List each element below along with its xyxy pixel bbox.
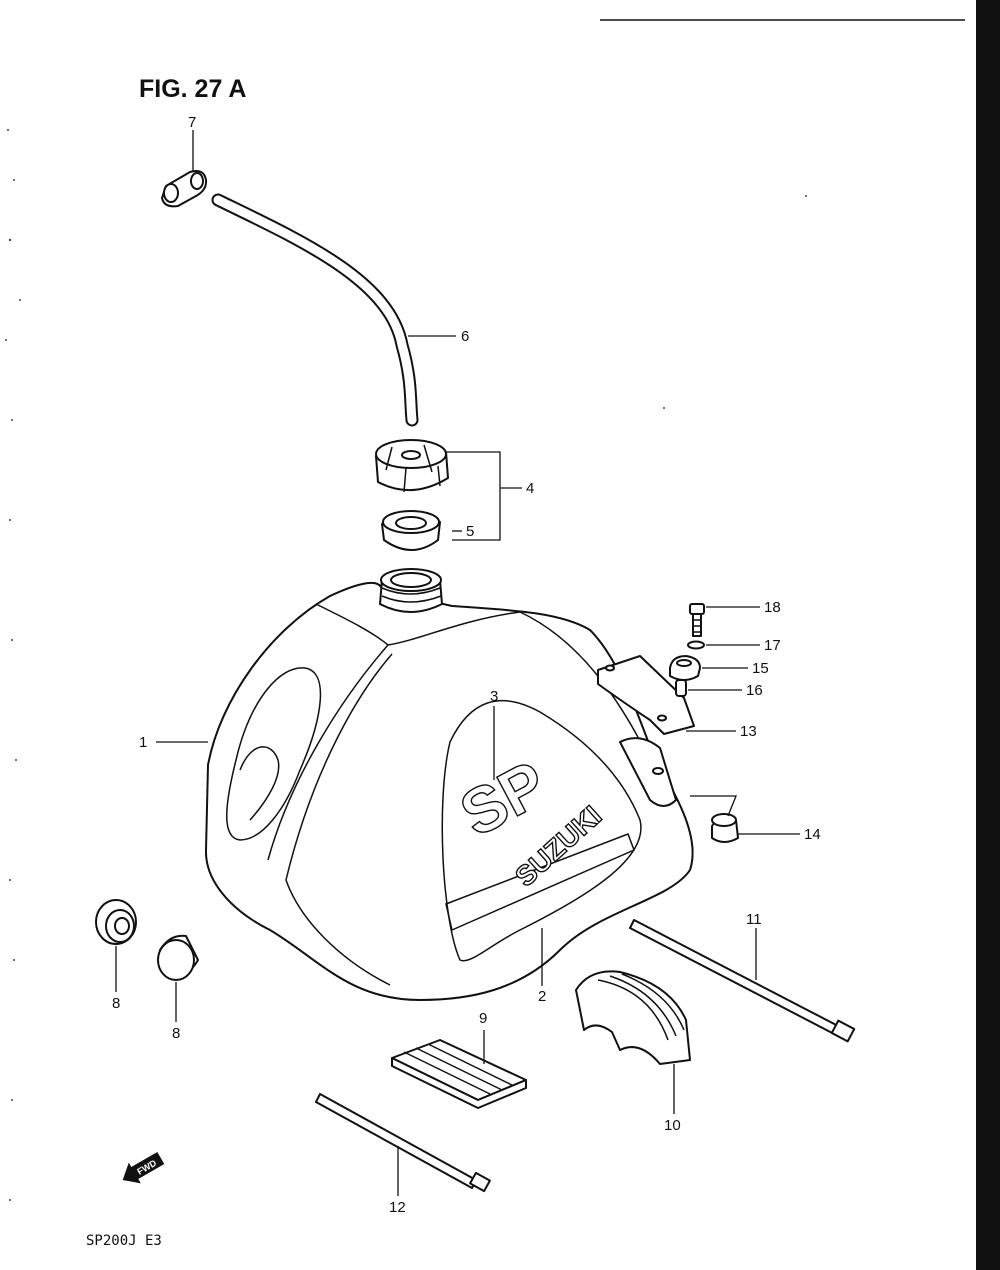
part-12-cable-tie [315, 1093, 491, 1193]
callout-8a: 8 [112, 995, 120, 1012]
callout-15: 15 [752, 660, 769, 677]
part-5-cap-gasket [381, 510, 441, 551]
callout-4: 4 [526, 480, 534, 497]
callout-8b: 8 [172, 1025, 180, 1042]
part-11-cable-tie [629, 919, 856, 1043]
callout-16: 16 [746, 682, 763, 699]
callout-17: 17 [764, 637, 781, 654]
callout-1: 1 [139, 734, 147, 751]
callout-9: 9 [479, 1010, 487, 1027]
callout-6: 6 [461, 328, 469, 345]
callout-3: 3 [490, 688, 498, 705]
callout-10: 10 [664, 1117, 681, 1134]
callout-11: 11 [746, 911, 762, 928]
model-code: SP200J E3 [86, 1233, 162, 1249]
callout-5: 5 [466, 523, 474, 540]
callout-13: 13 [740, 723, 757, 740]
part-9-pad [391, 1039, 527, 1109]
part-7-clamp [161, 170, 208, 208]
callout-14: 14 [804, 826, 821, 843]
edge-fragment-1: 4 [986, 562, 993, 577]
edge-fragment-2: 3 [986, 609, 993, 624]
page-right-edge-bar [976, 0, 1000, 1270]
edge-fragment-3: 2 [986, 663, 993, 678]
part-14-grommet [711, 813, 739, 843]
callout-18: 18 [764, 599, 781, 616]
fwd-arrow-icon: FWD [122, 1151, 165, 1184]
part-1-fuel-tank [204, 568, 694, 1001]
part-16-collar [675, 679, 687, 697]
callout-2: 2 [538, 988, 546, 1005]
figure-title: FIG. 27 A [139, 75, 246, 103]
callout-7: 7 [188, 114, 196, 131]
part-15-cushion [669, 655, 701, 681]
scan-speckles [5, 129, 807, 1201]
part-18-bolt [689, 603, 705, 637]
part-8a-cap [95, 899, 137, 945]
leader-lines [115, 130, 800, 1196]
part-4-fuel-cap [375, 439, 449, 493]
part-10-cushion [575, 970, 691, 1065]
part-8b-cap [157, 934, 199, 981]
part-17-washer [687, 640, 705, 650]
callout-12: 12 [389, 1199, 406, 1216]
part-13-bracket [597, 655, 695, 735]
